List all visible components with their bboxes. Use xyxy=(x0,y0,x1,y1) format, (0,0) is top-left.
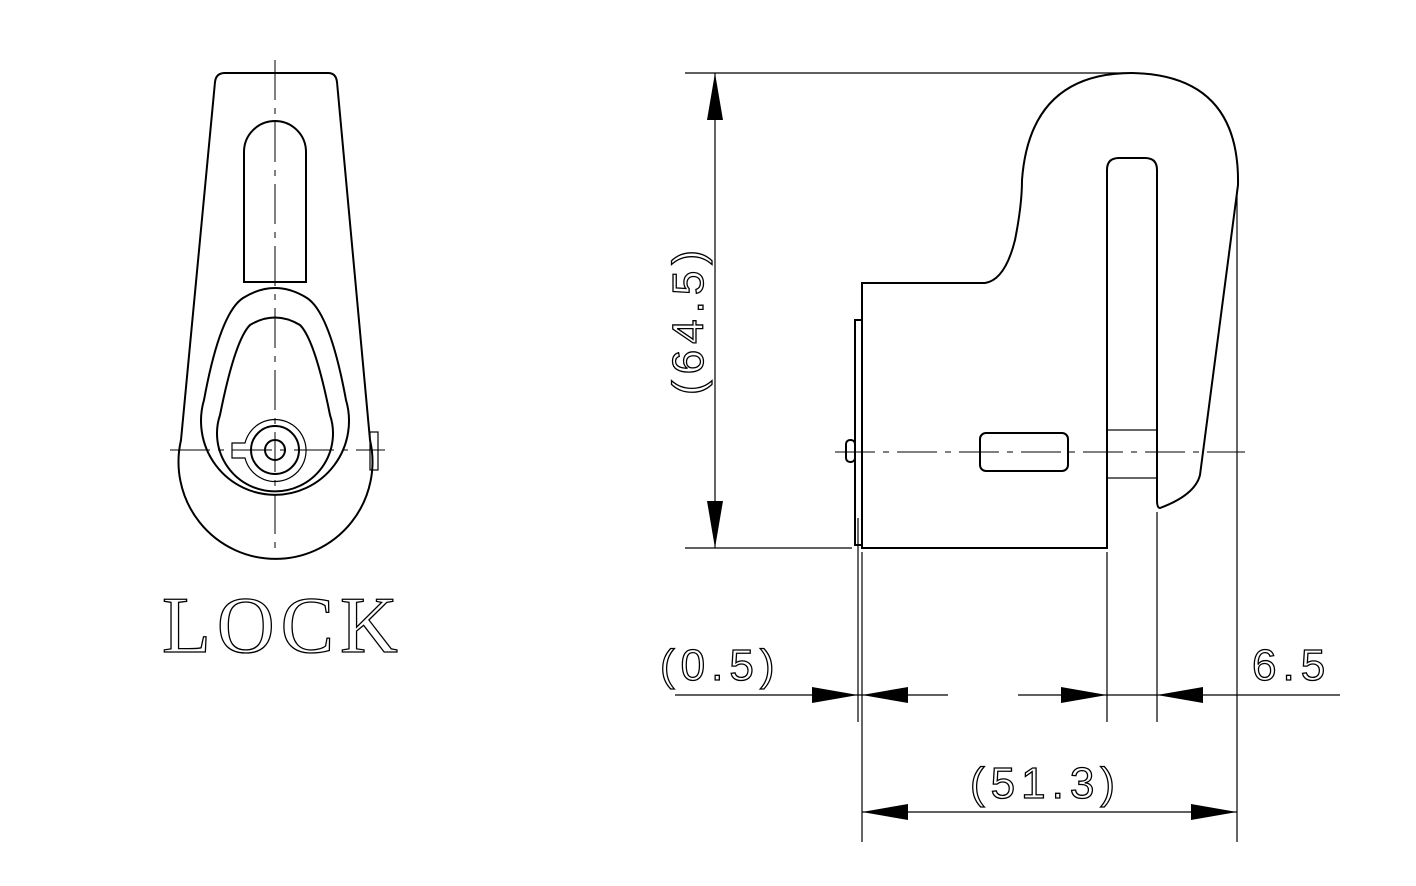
key-cylinder xyxy=(231,418,307,483)
inner-ring xyxy=(216,316,334,493)
cap-nub xyxy=(845,439,856,463)
dim-height: (64.5) xyxy=(664,244,713,395)
dimensions: (64.5) (0.5) 6.5 (51.3) xyxy=(659,72,1340,842)
dim-pin-width: 6.5 xyxy=(1252,641,1331,690)
side-view xyxy=(835,71,1245,549)
front-outline xyxy=(177,72,374,560)
cap-plate xyxy=(854,319,863,546)
front-view: LOCK xyxy=(161,60,404,671)
pin xyxy=(1106,429,1158,479)
dim-total-width: (51.3) xyxy=(970,759,1121,808)
dim-cap-offset: (0.5) xyxy=(660,641,780,690)
side-outline xyxy=(861,71,1240,549)
side-nub xyxy=(369,431,379,471)
view-label: LOCK xyxy=(162,582,404,670)
outer-ring xyxy=(200,287,350,496)
shackle-slot xyxy=(243,120,307,283)
